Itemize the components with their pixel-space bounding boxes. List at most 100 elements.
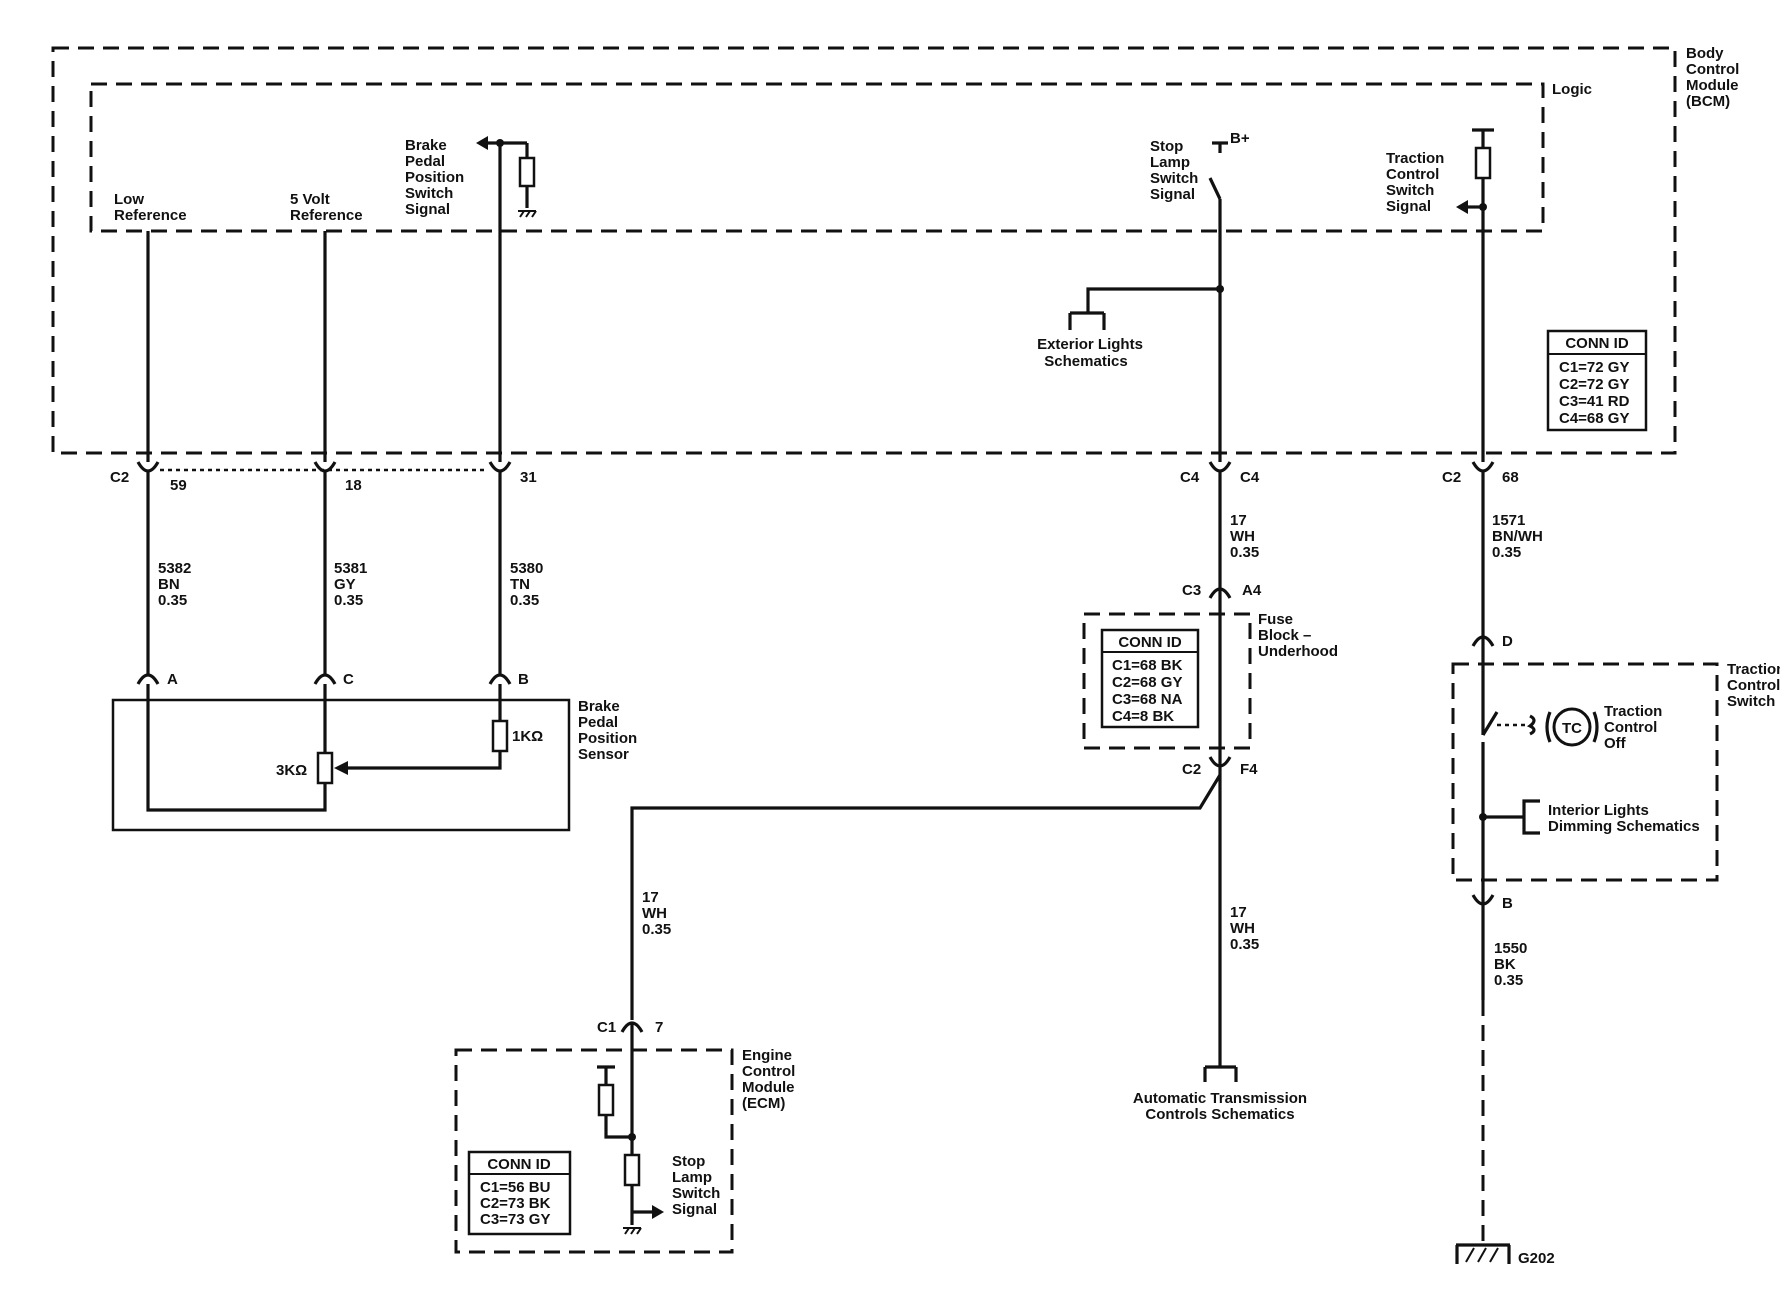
traction-signal-line: Control <box>1386 166 1439 183</box>
brake-pedal-signal-line: Switch <box>405 185 453 202</box>
connector-label: C1 <box>597 1019 616 1036</box>
traction-switch-title-line: Switch <box>1727 693 1775 710</box>
sensor-title-line: Sensor <box>578 746 629 763</box>
wire-label-line: 0.35 <box>642 921 671 938</box>
traction-control-off-label: Traction Control Off <box>1604 703 1662 752</box>
bcm-module: Body Control Module (BCM) Logic Low Refe… <box>51 45 1739 455</box>
bcm-conn-id-row: C3=41 RD <box>1559 393 1630 410</box>
brake-pedal-signal-line: Brake <box>405 137 447 154</box>
chassis-ground-icon <box>623 1227 642 1235</box>
ecm-signal-line: Signal <box>672 1201 717 1218</box>
auto-trans-reference: Automatic Transmission Controls Schemati… <box>1133 1065 1307 1123</box>
traction-control-switch: D TC Traction Control Off Interior Light… <box>1451 633 1780 912</box>
fuse-conn-id-row: C2=68 GY <box>1112 674 1182 691</box>
ecm-title-line: Control <box>742 1063 795 1080</box>
tc-icon-text: TC <box>1562 720 1582 737</box>
wire-label-line: 5381 <box>334 560 367 577</box>
connector-label: C3 <box>1182 582 1201 599</box>
interior-lights-label: Interior Lights Dimming Schematics <box>1548 802 1700 835</box>
signal-arrow <box>476 136 488 150</box>
interior-lights-line: Interior Lights <box>1548 802 1649 819</box>
potentiometer-3k <box>316 751 334 785</box>
splice-dot <box>496 139 504 147</box>
signal-arrow <box>652 1205 664 1219</box>
wire-label-5380: 5380 TN 0.35 <box>510 560 543 609</box>
stop-lamp-switch <box>1208 177 1222 200</box>
wire-label-5382: 5382 BN 0.35 <box>158 560 191 609</box>
wire-label-line: WH <box>1230 528 1255 545</box>
fuse-block-outline <box>1082 612 1252 750</box>
bcm-title: Body Control Module (BCM) <box>1686 45 1739 110</box>
splice-dot <box>628 1133 636 1141</box>
wiper-arrow <box>334 761 348 775</box>
stop-lamp-signal-line: Lamp <box>1150 154 1190 171</box>
fuse-connector-c3 <box>1208 587 1232 607</box>
bcm-internals <box>476 128 1494 218</box>
traction-connector-b <box>1471 880 1495 906</box>
resistor-1k <box>491 719 509 753</box>
bcm-conn-id-row: C2=72 GY <box>1559 376 1629 393</box>
low-reference-line: Reference <box>114 207 187 224</box>
stop-lamp-signal-line: Switch <box>1150 170 1198 187</box>
wire-label-line: 17 <box>642 889 659 906</box>
tc-label-line: Control <box>1604 719 1657 736</box>
wire-label-line: 0.35 <box>1230 936 1259 953</box>
wire-label-line: BN <box>158 576 180 593</box>
five-volt-reference-label: 5 Volt Reference <box>290 191 363 224</box>
traction-signal-line: Signal <box>1386 198 1431 215</box>
sensor-title-line: Brake <box>578 698 620 715</box>
auto-trans-line: Automatic Transmission <box>1133 1090 1307 1107</box>
connector-c2-59 <box>136 461 160 480</box>
sensor-title-line: Pedal <box>578 714 618 731</box>
engine-control-module: C1 7 Engine Control Module (ECM) Stop La… <box>454 1019 795 1254</box>
stop-lamp-signal-line: Stop <box>1150 138 1183 155</box>
ecm-conn-id-frame <box>467 1150 572 1236</box>
traction-signal-line: Switch <box>1386 182 1434 199</box>
bcm-title-line: (BCM) <box>1686 93 1730 110</box>
bcm-outline <box>51 46 1677 455</box>
traction-switch-title-line: Control <box>1727 677 1780 694</box>
pin-label: 18 <box>345 477 362 494</box>
wire-label-1571: 1571 BN/WH 0.35 <box>1492 512 1543 561</box>
ecm-title: Engine Control Module (ECM) <box>742 1047 795 1112</box>
connector-c2-68 <box>1471 461 1495 480</box>
stop-lamp-signal-line: Signal <box>1150 186 1195 203</box>
fuse-connector-c2 <box>1208 756 1232 775</box>
wire-label-17-bottom: 17 WH 0.35 <box>1230 904 1259 953</box>
pull-down-resistor <box>518 156 536 188</box>
interior-lights-bracket <box>1522 799 1540 835</box>
bcm-logic-outline <box>89 82 1545 233</box>
brake-pedal-position-sensor: A C B 1KΩ 3KΩ Brake Pedal Position Senso… <box>111 671 637 832</box>
wire-label-line: 17 <box>1230 904 1247 921</box>
sensor-title-line: Position <box>578 730 637 747</box>
pin-label: 7 <box>655 1019 663 1036</box>
pin-label: 68 <box>1502 469 1519 486</box>
exterior-lights-line: Schematics <box>1044 353 1127 370</box>
tc-label-line: Off <box>1604 735 1627 752</box>
five-volt-reference-line: 5 Volt <box>290 191 330 208</box>
wire-label-17-left: 17 WH 0.35 <box>642 889 671 938</box>
brake-pedal-signal-line: Pedal <box>405 153 445 170</box>
bplus-label: B+ <box>1230 130 1250 147</box>
fuse-conn-id-row: C4=8 BK <box>1112 708 1174 725</box>
bcm-conn-id-frame <box>1546 329 1648 432</box>
exterior-lights-label: Exterior Lights Schematics <box>1037 336 1143 370</box>
ecm-title-line: Module <box>742 1079 795 1096</box>
wire-label-line: WH <box>642 905 667 922</box>
ecm-stop-lamp-signal-label: Stop Lamp Switch Signal <box>672 1153 720 1218</box>
wire-label-17-top: 17 WH 0.35 <box>1230 512 1259 561</box>
bcm-connectors: C2 59 18 31 C4 C4 C2 68 <box>110 461 1519 494</box>
traction-connector-d <box>1471 635 1495 664</box>
connector-c2-31 <box>488 461 512 480</box>
connector-label: C2 <box>1442 469 1461 486</box>
interior-lights-line: Dimming Schematics <box>1548 818 1700 835</box>
fuse-conn-id-row: C1=68 BK <box>1112 657 1183 674</box>
pin-label: D <box>1502 633 1513 650</box>
bcm-title-line: Module <box>1686 77 1739 94</box>
ecm-title-line: Engine <box>742 1047 792 1064</box>
wire-label-1550: 1550 BK 0.35 <box>1494 940 1527 989</box>
fuse-block-underhood: C3 A4 C2 F4 Fuse Block – Underhood CONN … <box>1082 582 1338 778</box>
bcm-title-line: Control <box>1686 61 1739 78</box>
ecm-connector-c1 <box>620 1021 644 1050</box>
